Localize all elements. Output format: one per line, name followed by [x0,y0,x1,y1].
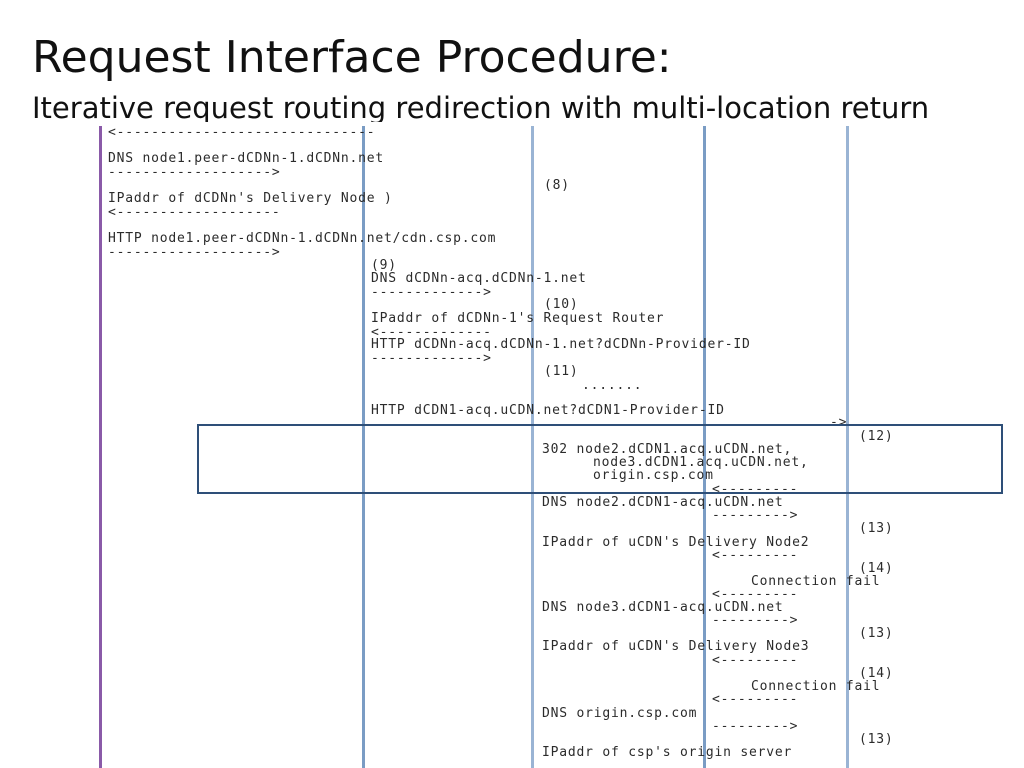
slide-subtitle: Iterative request routing redirection wi… [32,91,930,122]
message-label: IPaddr of uCDN's Delivery Node3 [542,639,810,654]
slide-title: Request Interface Procedure: [32,32,672,83]
message-label: DNS dCDNn-acq.dCDNn-1.net [371,271,587,286]
arrow-right: -> [830,415,848,430]
step-number: (10) [544,297,579,312]
arrow-left: <--------- [712,653,799,668]
step-number: (9) [371,258,397,273]
arrow-right: ---------> [712,613,799,628]
message-label: node3.dCDN1.acq.uCDN.net, [593,455,809,470]
message-label: HTTP node1.peer-dCDNn-1.dCDNn.net/cdn.cs… [108,231,497,246]
message-label: IPaddr of uCDN's Delivery Node2 [542,535,810,550]
step-number: (13) [859,732,894,747]
sequence-diagram: <------------------------------ DNS node… [0,126,1024,768]
message-label: Connection fail [751,679,881,694]
arrow-left: <--------- [712,548,799,563]
arrow-left: <------------------- [108,205,281,220]
lifeline-user-agent [99,126,102,768]
message-label: Connection fail [751,574,881,589]
arrow-right: -------------> [371,351,492,366]
step-number: (13) [859,626,894,641]
ellipsis: ....... [582,378,643,393]
lifeline-dcdn-n-delivery [362,126,365,768]
arrow-right: -------------------> [108,165,281,180]
lifeline-ucdn-router [703,126,706,768]
arrow-left: <------------- [371,325,492,340]
message-label: IPaddr of dCDNn-1's Request Router [371,311,665,326]
step-number: (12) [859,429,894,444]
arrow-right: -------------------> [108,245,281,260]
message-label: HTTP dCDNn-acq.dCDNn-1.net?dCDNn-Provide… [371,337,751,352]
message-label: IPaddr of dCDNn's Delivery Node ) [108,191,393,206]
lifeline-dcdn-n-1-router [531,126,534,768]
arrow-left: <--------- [712,587,799,602]
message-label: DNS node1.peer-dCDNn-1.dCDNn.net [108,151,385,166]
message-label: DNS node3.dCDN1-acq.uCDN.net [542,600,784,615]
step-number: (11) [544,364,579,379]
message-label: origin.csp.com [593,468,714,483]
highlight-box-multi-location-return [197,424,1003,494]
message-label: 302 node2.dCDN1.acq.uCDN.net, [542,442,793,457]
step-number: (13) [859,521,894,536]
arrow-right: ---------> [712,719,799,734]
arrow-right: -------------> [371,285,492,300]
message-label: IPaddr of csp's origin server [542,745,793,760]
arrow-left: <--------- [712,692,799,707]
arrow-right: ---------> [712,508,799,523]
message-label: HTTP dCDN1-acq.uCDN.net?dCDN1-Provider-I… [371,403,725,418]
message-label: DNS node2.dCDN1-acq.uCDN.net [542,495,784,510]
message-label: DNS origin.csp.com [542,706,698,721]
step-number: (14) [859,666,894,681]
arrow-left: <------------------------------ [108,126,376,140]
step-number: (14) [859,561,894,576]
step-number: (8) [544,178,570,193]
lifeline-ucdn-delivery [846,126,849,768]
